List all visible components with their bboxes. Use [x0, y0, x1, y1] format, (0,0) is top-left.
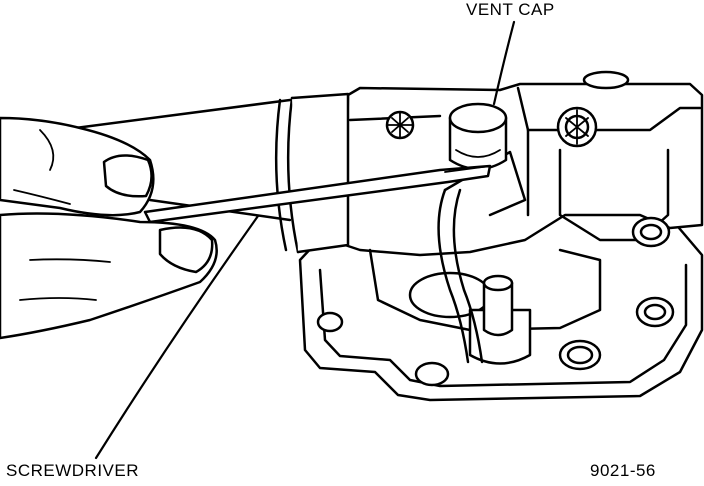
cast-emblem-left — [387, 112, 413, 138]
air-tube — [60, 94, 348, 255]
mounting-holes — [318, 218, 673, 385]
plunger-post — [470, 276, 530, 364]
vent-cap-leader — [494, 22, 514, 104]
figure-code-label: 9021-56 — [590, 461, 656, 480]
vent-cap — [450, 104, 506, 169]
hand — [0, 118, 217, 338]
screwdriver-leader — [96, 216, 258, 458]
cast-emblem-right — [558, 108, 596, 146]
screwdriver-label: SCREWDRIVER — [6, 461, 140, 480]
vent-cap-label: VENT CAP — [466, 0, 555, 19]
